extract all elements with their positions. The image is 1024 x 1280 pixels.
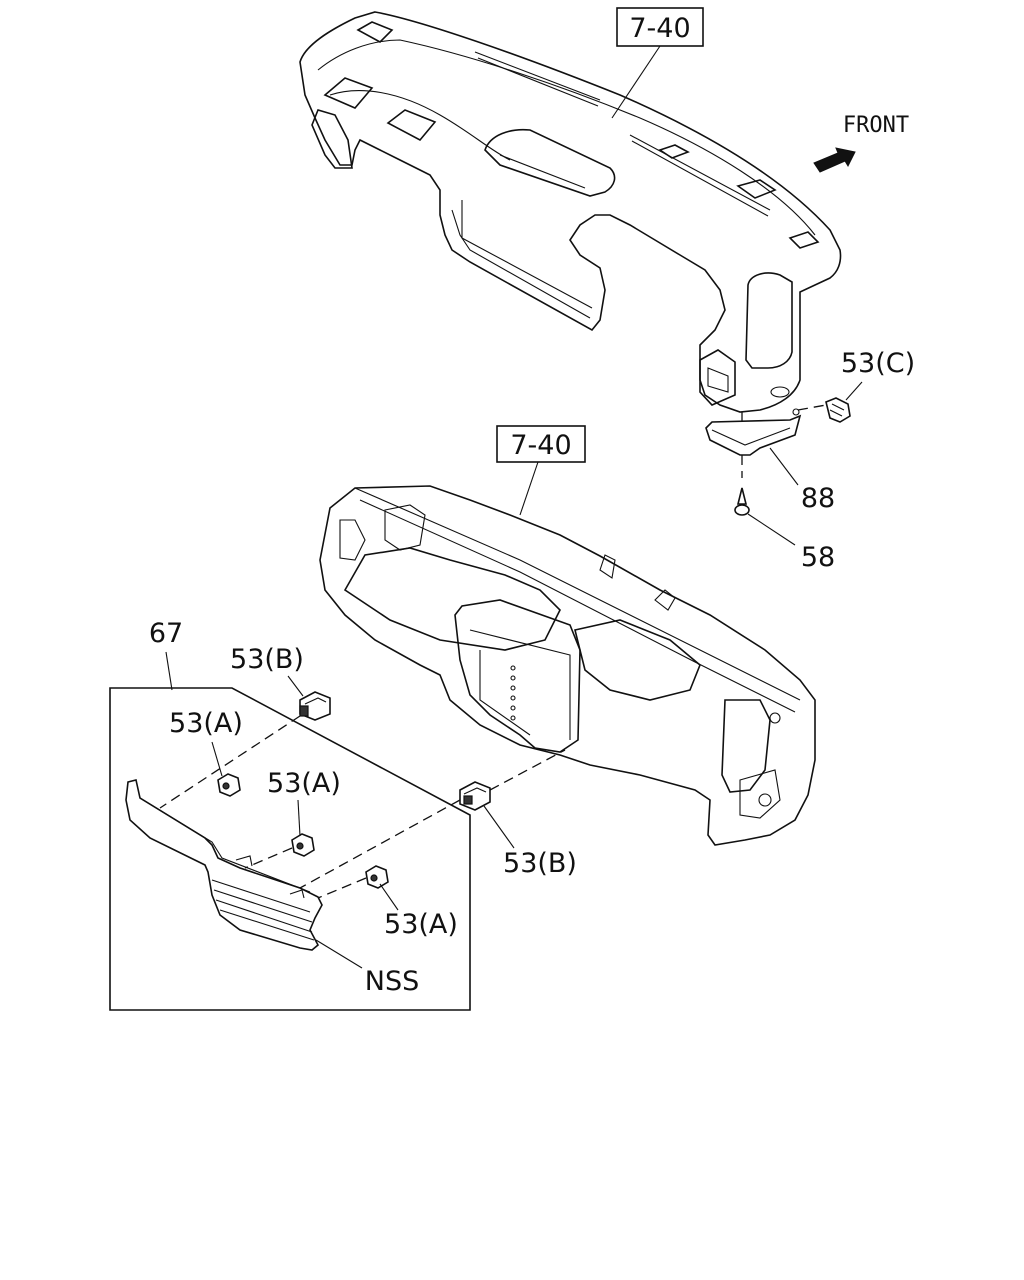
leader-67 [165, 651, 173, 691]
clip-53a-3 [365, 865, 389, 889]
lower-cover-panel [125, 779, 323, 951]
callout-67: 67 [149, 618, 183, 649]
dash-53b-top [159, 715, 301, 809]
dash-53c [797, 404, 827, 411]
instrument-panel-frame [319, 485, 816, 846]
front-arrow-icon [813, 147, 856, 173]
reference-box-lower[interactable]: 7-40 [496, 425, 586, 463]
callout-53a-1: 53(A) [169, 708, 243, 739]
leader-53a-1 [211, 741, 223, 777]
callout-53a-3: 53(A) [384, 909, 458, 940]
reference-box-top-label: 7-40 [629, 13, 690, 44]
clip-53b-right [459, 781, 491, 811]
callout-58: 58 [801, 542, 835, 573]
leader-53c [845, 381, 863, 401]
leader-53a-2 [297, 799, 301, 837]
bracket-88 [705, 414, 802, 456]
leader-53a-3 [379, 883, 399, 911]
dash-53b-right-frame [489, 749, 566, 791]
leader-53b-right [483, 805, 515, 849]
clip-53a-1 [217, 773, 241, 797]
hole-strip [510, 665, 516, 721]
front-label: FRONT [843, 113, 909, 138]
front-indicator: FRONT [813, 113, 909, 173]
dash-53a-2 [244, 847, 293, 869]
instrument-panel-assembly [299, 11, 842, 416]
clip-53c [825, 397, 851, 423]
callout-nss: NSS [365, 966, 419, 997]
callout-53c: 53(C) [841, 348, 915, 379]
leader-line-ref-top [611, 45, 661, 119]
dash-53b-right-panel [299, 799, 461, 889]
screw-58 [734, 487, 750, 516]
leader-58 [747, 513, 796, 546]
callout-53b-top: 53(B) [230, 644, 304, 675]
reference-box-lower-label: 7-40 [510, 430, 571, 461]
callout-88: 88 [801, 483, 835, 514]
leader-53b-top [287, 675, 304, 697]
callout-53b-right: 53(B) [503, 848, 577, 879]
clip-53a-2 [291, 833, 315, 857]
clip-53b-top [299, 691, 331, 721]
callout-53a-2: 53(A) [267, 768, 341, 799]
leader-line-ref-lower [519, 461, 539, 516]
dash-53a-3 [317, 877, 367, 899]
group-frame-67 [109, 687, 471, 1011]
reference-box-top[interactable]: 7-40 [616, 7, 704, 47]
leader-88 [769, 447, 799, 486]
leader-nss [315, 939, 363, 969]
